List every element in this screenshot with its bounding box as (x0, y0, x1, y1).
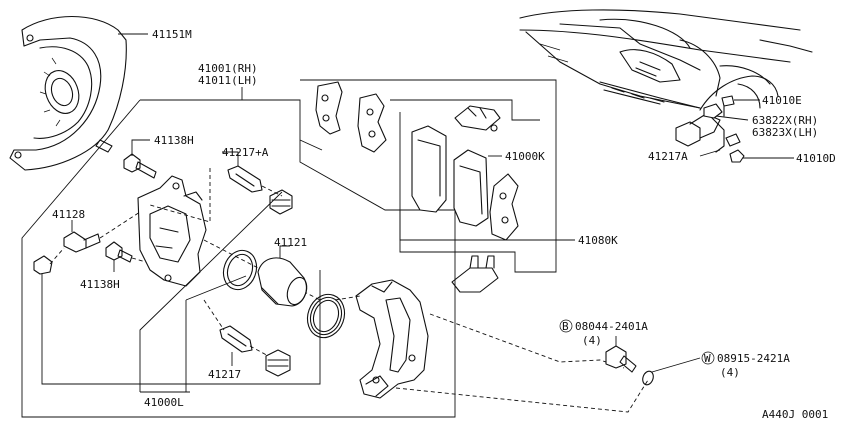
torque-member-bracket (355, 279, 429, 399)
mounting-bolt (605, 345, 637, 373)
brake-hose-assembly (675, 95, 741, 153)
marker-circle-b (559, 319, 573, 333)
label-41121: 41121 (274, 236, 307, 249)
piston (257, 257, 308, 307)
guide-pin-bottom (219, 325, 253, 353)
label-41128: 41128 (52, 208, 85, 221)
pad-retainer-clips (451, 255, 499, 293)
label-41151M: 41151M (152, 28, 192, 41)
guide-pin-top (227, 165, 263, 193)
marker-b: B (562, 320, 569, 333)
label-41138H-top: 41138H (154, 134, 194, 147)
label-41001-rh: 41001(RH) (198, 62, 258, 75)
label-41000K: 41000K (505, 150, 545, 163)
brake-pad-set (411, 125, 519, 241)
caliper-body (137, 175, 207, 287)
label-41010E: 41010E (762, 94, 802, 107)
label-41217A: 41217A (648, 150, 688, 163)
label-63822X-rh: 63822X(RH) (752, 114, 818, 127)
guide-pin-bolt-top (123, 153, 157, 179)
guide-pin-bolt-bottom (105, 241, 133, 263)
label-63823X-lh: 63823X(LH) (752, 126, 818, 139)
diagram-code: A440J 0001 (762, 408, 828, 421)
piston-seal (222, 249, 258, 291)
anti-squeal-shims (315, 81, 387, 153)
pad-kit-outline (300, 79, 557, 273)
piston-boot (306, 293, 346, 339)
vehicle-front-illustration (519, 9, 813, 111)
marker-circle-w (701, 351, 715, 365)
label-41000L: 41000L (144, 396, 184, 409)
pin-boot-bottom (265, 349, 291, 377)
label-08915-2421a: 08915-2421A (717, 352, 790, 365)
lock-washer (642, 370, 654, 386)
label-41217: 41217 (208, 368, 241, 381)
qty-08044: (4) (582, 334, 602, 347)
label-41080K: 41080K (578, 234, 618, 247)
label-41010D: 41010D (796, 152, 836, 165)
bleeder-screw (63, 231, 101, 253)
dust-shield-drawing (9, 16, 127, 171)
pad-clip-hardware (454, 105, 501, 132)
bleeder-cap (33, 255, 53, 275)
label-41011-lh: 41011(LH) (198, 74, 258, 87)
label-41217-plus-a: 41217+A (222, 146, 269, 159)
pin-boot-top (269, 189, 293, 215)
bleeder-nut-right (729, 149, 745, 163)
label-41138H-bottom: 41138H (80, 278, 120, 291)
marker-w: W (704, 352, 711, 365)
label-08044-2401a: 08044-2401A (575, 320, 648, 333)
qty-08915: (4) (720, 366, 740, 379)
